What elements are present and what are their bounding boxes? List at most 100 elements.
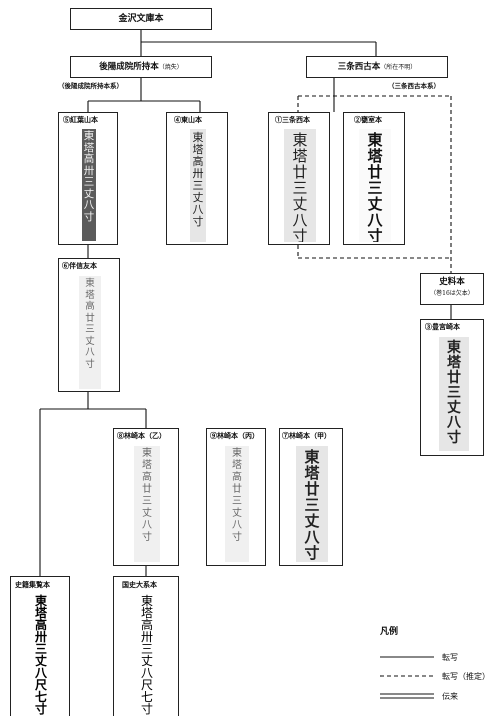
manuscript-char: 尺 xyxy=(34,678,47,692)
manuscript-char: 卅 xyxy=(83,164,95,177)
manuscript-char: 丈 xyxy=(85,335,95,347)
manuscript-char: 八 xyxy=(192,203,204,216)
node-title: ⑦林崎本（甲） xyxy=(282,431,331,440)
node-title: 後陽成院所持本 xyxy=(99,62,159,72)
node-title: ①三条西本 xyxy=(275,115,310,124)
manuscript-char: 廿 xyxy=(367,163,383,181)
manuscript-char: 寸 xyxy=(447,430,461,446)
manuscript-image-sanjonishi: 東塔廿三丈八寸 xyxy=(284,129,316,242)
group-label-sanjo: （三条西古本系） xyxy=(388,82,440,90)
manuscript-char: 塔 xyxy=(447,355,461,371)
manuscript-char: 東 xyxy=(85,278,95,289)
manuscript-char: 廿 xyxy=(232,484,242,495)
manuscript-image-hayashizaki-ko: 東塔廿三丈八寸 xyxy=(296,446,328,562)
manuscript-char: 八 xyxy=(85,347,95,358)
manuscript-char: 廿 xyxy=(85,312,95,324)
manuscript-char: 東 xyxy=(304,448,320,466)
manuscript-char: 東 xyxy=(192,131,204,144)
manuscript-char: 高 xyxy=(192,155,204,168)
manuscript-char: 三 xyxy=(142,496,152,507)
manuscript-char: 廿 xyxy=(304,480,320,498)
manuscript-char: 八 xyxy=(367,211,383,229)
node-higashiyama: ④東山本 東塔高卅三丈八寸 xyxy=(166,112,228,245)
manuscript-image-higashiyama: 東塔高卅三丈八寸 xyxy=(190,129,206,242)
node-title: ⑤紅葉山本 xyxy=(63,115,98,124)
manuscript-char: 丈 xyxy=(367,195,383,213)
manuscript-image-toyomiyazaki: 東塔廿三丈八寸 xyxy=(439,337,469,451)
node-shiryo: 史料本 （巻16は欠本） xyxy=(420,273,484,305)
legend-title: 凡例 xyxy=(380,627,399,637)
node-banshin: ⑥伴信友本 東塔高廿三丈八寸 xyxy=(58,258,120,392)
manuscript-char: 東 xyxy=(142,448,152,459)
manuscript-char: 丈 xyxy=(83,187,95,200)
node-hayashizaki-otsu: ⑧林崎本（乙） 東塔高廿三丈八寸 xyxy=(113,428,179,566)
node-title-wrap: 後陽成院所持本（焼失） xyxy=(71,63,211,72)
node-ryomuro: ②甕室本 東塔廿三丈八寸 xyxy=(343,112,405,245)
manuscript-char: 東 xyxy=(34,594,47,608)
legend-transmitted-label: 伝来 xyxy=(442,692,458,701)
manuscript-char: 寸 xyxy=(85,358,95,370)
manuscript-char: 丈 xyxy=(142,508,152,519)
node-sanjonishi: ①三条西本 東塔廿三丈八寸 xyxy=(268,112,330,245)
manuscript-char: 七 xyxy=(140,690,153,704)
printed-text-shiseki: 東塔高卅三丈八尺七寸 xyxy=(28,593,54,715)
manuscript-char: 塔 xyxy=(83,141,95,154)
manuscript-char: 三 xyxy=(447,385,461,401)
manuscript-char: 廿 xyxy=(142,484,152,495)
manuscript-char: 東 xyxy=(292,131,308,149)
manuscript-char: 丈 xyxy=(447,400,461,416)
manuscript-char: 三 xyxy=(34,642,47,656)
manuscript-char: 卅 xyxy=(192,167,204,180)
node-hayashizaki-hei: ⑨林崎本（丙） 東塔高廿三丈八寸 xyxy=(206,428,266,566)
manuscript-char: 寸 xyxy=(367,227,383,243)
manuscript-char: 八 xyxy=(83,199,95,211)
manuscript-char: 八 xyxy=(142,520,152,531)
node-note: （巻16は欠本） xyxy=(430,290,474,297)
legend-copy-label: 転写 xyxy=(442,653,458,662)
node-title: ④東山本 xyxy=(174,115,202,124)
manuscript-char: 三 xyxy=(140,642,153,656)
manuscript-image-banshin: 東塔高廿三丈八寸 xyxy=(79,276,101,389)
manuscript-char: 高 xyxy=(34,618,47,632)
manuscript-char: 三 xyxy=(232,496,242,507)
manuscript-char: 高 xyxy=(140,618,153,632)
manuscript-char: 寸 xyxy=(34,702,47,715)
manuscript-image-ryomuro: 東塔廿三丈八寸 xyxy=(359,129,391,242)
manuscript-char: 東 xyxy=(447,340,461,356)
manuscript-char: 高 xyxy=(142,472,152,483)
manuscript-char: 八 xyxy=(304,528,320,546)
node-shiseki: 史籍集覧本 東塔高卅三丈八尺七寸 xyxy=(10,576,70,716)
manuscript-char: 三 xyxy=(304,496,320,514)
manuscript-char: 寸 xyxy=(140,702,153,715)
manuscript-char: 丈 xyxy=(292,195,308,213)
manuscript-char: 八 xyxy=(447,415,461,431)
manuscript-char: 塔 xyxy=(192,143,204,156)
node-title: 三条西古本 xyxy=(337,62,381,72)
manuscript-char: 三 xyxy=(367,179,383,197)
manuscript-char: 三 xyxy=(192,179,204,192)
node-kanazawa: 金沢文庫本 xyxy=(70,8,212,30)
manuscript-char: 塔 xyxy=(85,289,95,301)
manuscript-image-koyo: 東塔高卅三丈八寸 xyxy=(82,129,96,241)
manuscript-char: 八 xyxy=(292,211,308,229)
node-title: 金沢文庫本 xyxy=(118,14,164,24)
node-note: （所在不明） xyxy=(380,64,417,71)
manuscript-char: 塔 xyxy=(367,147,383,165)
node-hayashizaki-ko: ⑦林崎本（甲） 東塔廿三丈八寸 xyxy=(279,428,343,566)
manuscript-char: 廿 xyxy=(292,163,308,181)
manuscript-char: 寸 xyxy=(142,532,152,543)
node-note: （焼失） xyxy=(158,64,183,71)
node-koyo: ⑤紅葉山本 東塔高卅三丈八寸 xyxy=(58,112,118,245)
manuscript-char: 東 xyxy=(83,130,95,142)
node-goyozei: 後陽成院所持本（焼失） xyxy=(70,56,212,78)
node-sanjo-old: 三条西古本（所在不明） xyxy=(306,56,448,78)
manuscript-char: 卅 xyxy=(140,630,153,644)
manuscript-char: 丈 xyxy=(140,654,153,668)
node-title: 史料本 xyxy=(439,277,465,287)
manuscript-char: 八 xyxy=(34,666,47,680)
node-title: ⑨林崎本（丙） xyxy=(210,431,259,440)
printed-text-kokushi: 東塔高卅三丈八尺七寸 xyxy=(134,593,160,715)
manuscript-char: 塔 xyxy=(140,606,153,620)
manuscript-image-hayashizaki-hei: 東塔高廿三丈八寸 xyxy=(225,446,249,562)
